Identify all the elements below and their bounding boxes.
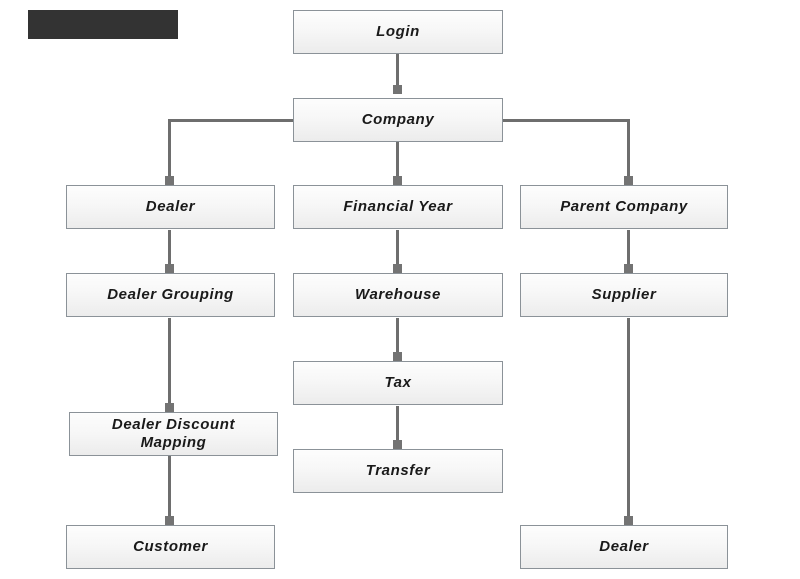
edge-endpoint-dealer-discount-mapping-top: [165, 403, 174, 412]
edge-login-company: [396, 54, 399, 92]
node-supplier-label: Supplier: [591, 286, 657, 303]
edge-tax-transfer: [396, 406, 399, 449]
edge-supplier-dealer-bottom: [627, 318, 630, 528]
node-company[interactable]: Company: [293, 98, 503, 142]
node-dealer-bottom-label: Dealer: [599, 538, 649, 555]
node-login[interactable]: Login: [293, 10, 503, 54]
node-customer-label: Customer: [133, 538, 208, 555]
edge-company-left-bus: [168, 119, 298, 122]
edge-endpoint-customer-top: [165, 516, 174, 525]
edge-company-dealer: [168, 119, 171, 185]
edge-endpoint-financial-year-top: [393, 176, 402, 185]
node-dealer[interactable]: Dealer: [66, 185, 275, 229]
node-financial-year[interactable]: Financial Year: [293, 185, 503, 229]
edge-endpoint-warehouse-top: [393, 264, 402, 273]
edge-endpoint-company-top: [393, 85, 402, 94]
node-transfer[interactable]: Transfer: [293, 449, 503, 493]
edge-endpoint-dealer-bottom-top: [624, 516, 633, 525]
node-tax[interactable]: Tax: [293, 361, 503, 405]
edge-endpoint-supplier-top: [624, 264, 633, 273]
node-dealer-discount-mapping[interactable]: Dealer Discount Mapping: [69, 412, 278, 456]
node-dealer-label: Dealer: [145, 198, 196, 215]
node-parent-company-label: Parent Company: [560, 198, 688, 215]
node-dealer-grouping[interactable]: Dealer Grouping: [66, 273, 275, 317]
redacted-title-block: [28, 10, 178, 39]
node-parent-company[interactable]: Parent Company: [520, 185, 728, 229]
node-transfer-label: Transfer: [365, 462, 431, 479]
node-dealer-grouping-label: Dealer Grouping: [107, 286, 234, 303]
edge-endpoint-tax-top: [393, 352, 402, 361]
node-dealer-bottom[interactable]: Dealer: [520, 525, 728, 569]
node-login-label: Login: [376, 23, 420, 40]
edge-financial-year-warehouse: [396, 230, 399, 273]
node-warehouse[interactable]: Warehouse: [293, 273, 503, 317]
node-customer[interactable]: Customer: [66, 525, 275, 569]
edge-company-right-bus: [500, 119, 630, 122]
edge-company-financial-year: [396, 142, 399, 185]
edge-dealer-discount-mapping-customer: [168, 456, 171, 528]
edge-warehouse-tax: [396, 318, 399, 361]
edge-parent-company-supplier: [627, 230, 630, 273]
node-company-label: Company: [361, 111, 435, 128]
node-warehouse-label: Warehouse: [355, 286, 441, 303]
node-financial-year-label: Financial Year: [343, 198, 453, 215]
edge-dealer-grouping-dealer-discount-mapping: [168, 318, 171, 411]
edge-endpoint-dealer-top: [165, 176, 174, 185]
edge-endpoint-parent-company-top: [624, 176, 633, 185]
edge-endpoint-transfer-top: [393, 440, 402, 449]
node-dealer-discount-mapping-label: Dealer Discount Mapping: [111, 416, 236, 451]
edge-company-parent-company: [627, 119, 630, 185]
node-supplier[interactable]: Supplier: [520, 273, 728, 317]
node-tax-label: Tax: [384, 374, 412, 391]
edge-endpoint-dealer-grouping-top: [165, 264, 174, 273]
edge-dealer-dealer-grouping: [168, 230, 171, 273]
